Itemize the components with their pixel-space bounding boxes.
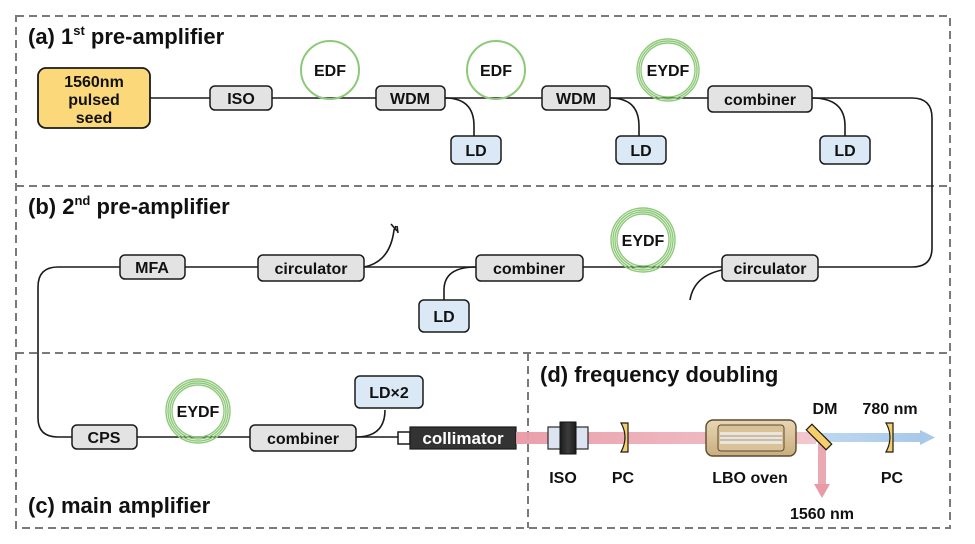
- pc-d1: [619, 422, 629, 453]
- svg-text:combiner: combiner: [724, 92, 796, 109]
- edf-coil-1: [300, 40, 360, 100]
- ld-x2: LD×2: [354, 375, 424, 409]
- eydf-a-label: EYDF: [647, 63, 690, 80]
- wavelength-1560-label: 1560 nm: [790, 506, 854, 523]
- ld-b: LD: [418, 299, 470, 333]
- svg-text:MFA: MFA: [135, 260, 169, 277]
- eydf-c-label: EYDF: [177, 404, 220, 421]
- eydf-coil-c: [165, 378, 231, 444]
- section-a-title: (a) 1st pre-amplifier: [28, 23, 225, 49]
- eydf-coil-a: [636, 38, 700, 102]
- fiber-paths: [37, 97, 933, 438]
- beam-780-arrowhead: [920, 430, 935, 445]
- beam-1560-rejected: [818, 440, 826, 484]
- circulator-b1-port-tip: [390, 223, 399, 234]
- mfa: MFA: [119, 254, 186, 280]
- edf-1-label: EDF: [314, 63, 346, 80]
- ld-a2: LD: [615, 135, 667, 165]
- edf-coil-2: [466, 40, 526, 100]
- svg-text:LD: LD: [630, 143, 651, 160]
- pump-wdm1-ld: [444, 97, 475, 138]
- pc-d1-label: PC: [612, 470, 635, 487]
- pump-combiner-b-ld: [443, 266, 477, 300]
- svg-text:LD: LD: [465, 143, 486, 160]
- outer-frame: [15, 15, 951, 529]
- wdm-1: WDM: [375, 85, 446, 111]
- wdm-2: WDM: [541, 85, 611, 111]
- lbo-oven: [705, 419, 797, 457]
- section-frames: [15, 15, 951, 529]
- circulator-b1-port: [363, 225, 397, 268]
- isolator-a: ISO: [209, 85, 273, 111]
- svg-text:WDM: WDM: [390, 91, 430, 108]
- pc-d2: [884, 422, 894, 453]
- pc-d2-label: PC: [881, 470, 904, 487]
- section-d-title: (d) frequency doubling: [540, 362, 778, 387]
- dm-label: DM: [813, 401, 838, 418]
- pump-wdm2-ld: [609, 97, 640, 138]
- lbo-oven-label: LBO oven: [712, 470, 788, 487]
- fiber-loop-ab: [812, 97, 933, 268]
- section-b-title: (b) 2nd pre-amplifier: [28, 193, 230, 219]
- eydf-coil-b: [610, 207, 676, 273]
- svg-text:LD: LD: [433, 309, 454, 326]
- iso-d-label: ISO: [549, 470, 577, 487]
- beam-780-output: [816, 433, 920, 442]
- svg-text:circulator: circulator: [734, 261, 807, 278]
- circulator-b2-port: [689, 269, 723, 301]
- ld-a3: LD: [819, 135, 871, 165]
- cps: CPS: [71, 424, 138, 450]
- isolator-d: [547, 421, 589, 455]
- svg-text:ISO: ISO: [227, 91, 255, 108]
- pump-combiner-c-ld: [355, 409, 386, 438]
- dichroic-mirror: [805, 423, 833, 451]
- svg-text:combiner: combiner: [267, 431, 339, 448]
- combiner-a: combiner: [707, 85, 813, 113]
- seed-laser: 1560nm pulsed seed: [37, 67, 151, 129]
- svg-text:WDM: WDM: [556, 91, 596, 108]
- eydf-b-label: EYDF: [622, 233, 665, 250]
- svg-text:combiner: combiner: [493, 261, 565, 278]
- svg-text:1560nm: 1560nm: [64, 74, 124, 91]
- edf-2-label: EDF: [480, 63, 512, 80]
- ld-a1: LD: [450, 135, 502, 165]
- section-c-title: (c) main amplifier: [28, 493, 211, 518]
- svg-text:seed: seed: [76, 110, 112, 127]
- circulator-b2: circulator: [721, 254, 819, 282]
- svg-text:pulsed: pulsed: [68, 92, 120, 109]
- svg-text:LD: LD: [834, 143, 855, 160]
- svg-text:LD×2: LD×2: [369, 385, 409, 402]
- svg-text:collimator: collimator: [422, 429, 504, 448]
- svg-text:circulator: circulator: [275, 261, 348, 278]
- wavelength-780-label: 780 nm: [862, 401, 917, 418]
- collimator: collimator: [397, 426, 517, 450]
- pump-combiner-a-ld: [811, 97, 846, 138]
- combiner-c: combiner: [249, 424, 357, 452]
- fiber-loop-bc: [37, 266, 120, 438]
- combiner-b: combiner: [475, 254, 584, 282]
- svg-text:CPS: CPS: [88, 430, 121, 447]
- beam-1560-arrowhead: [814, 484, 830, 498]
- circulator-b1: circulator: [257, 254, 365, 282]
